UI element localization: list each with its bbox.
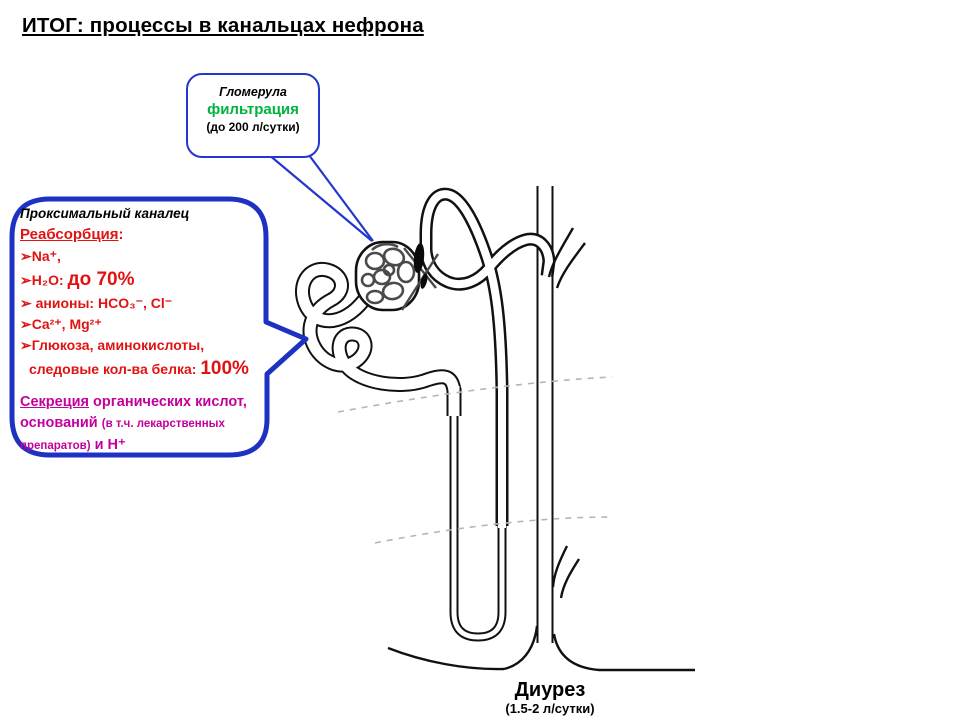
callout-pointer-lines: [261, 146, 374, 242]
secretion-line-1: Секреция органических кислот,: [20, 394, 247, 410]
glomerulus-callout: Гломерула фильтрация (до 200 л/сутки): [186, 73, 320, 158]
proximal-callout-bubble: [9, 196, 309, 458]
diuresis-value: (1.5-2 л/сутки): [505, 701, 595, 716]
bullet-arrow-icon: ➢: [20, 337, 32, 353]
proximal-heading: Проксимальный каналец: [20, 206, 190, 221]
glomerulus-name: Гломерула: [219, 85, 287, 99]
list-item: ➢ анионы: HCO₃⁻, Cl⁻: [20, 295, 173, 311]
glomerulus: [354, 240, 440, 312]
filtration-rate: (до 200 л/сутки): [206, 120, 300, 134]
diuresis-label: Диурез: [514, 679, 586, 701]
capillary-tuft: [360, 242, 416, 305]
distal-tubule: [419, 187, 556, 393]
reabsorption-label: Реабсорбция:: [20, 226, 124, 243]
filtration-label: фильтрация: [207, 101, 299, 118]
spacer: [20, 382, 264, 392]
secretion-line-2: оснований (в т.ч. лекарственных: [20, 415, 225, 431]
tubule-interiors: [297, 190, 554, 640]
bullet-arrow-icon: ➢: [20, 272, 32, 288]
list-item: ➢Na⁺,: [20, 248, 61, 264]
page-title: ИТОГ: процессы в канальцах нефрона: [22, 14, 424, 37]
diuresis: Диурез (1.5-2 л/сутки): [470, 679, 630, 716]
list-item: ➢Глюкоза, аминокислоты,: [20, 337, 205, 353]
macula-densa-blob: [413, 243, 425, 273]
medulla-boundary-lines: [337, 376, 613, 544]
secretion-line-3: препаратов) и Н⁺: [20, 437, 126, 453]
proximal-callout: Проксимальный каналец Реабсорбция: ➢Na⁺,…: [20, 204, 264, 457]
duct-branch-lines: [547, 227, 586, 599]
bullet-arrow-icon: ➢: [20, 248, 32, 264]
papilla-lines: [387, 625, 695, 672]
bullet-arrow-icon: ➢: [20, 295, 32, 311]
list-item: ➢Ca²⁺, Mg²⁺: [20, 316, 102, 332]
list-item: ➢H₂O: до 70%: [20, 269, 135, 290]
list-item: следовые кол-ва белка: 100%: [29, 358, 249, 379]
bullet-arrow-icon: ➢: [20, 316, 32, 332]
